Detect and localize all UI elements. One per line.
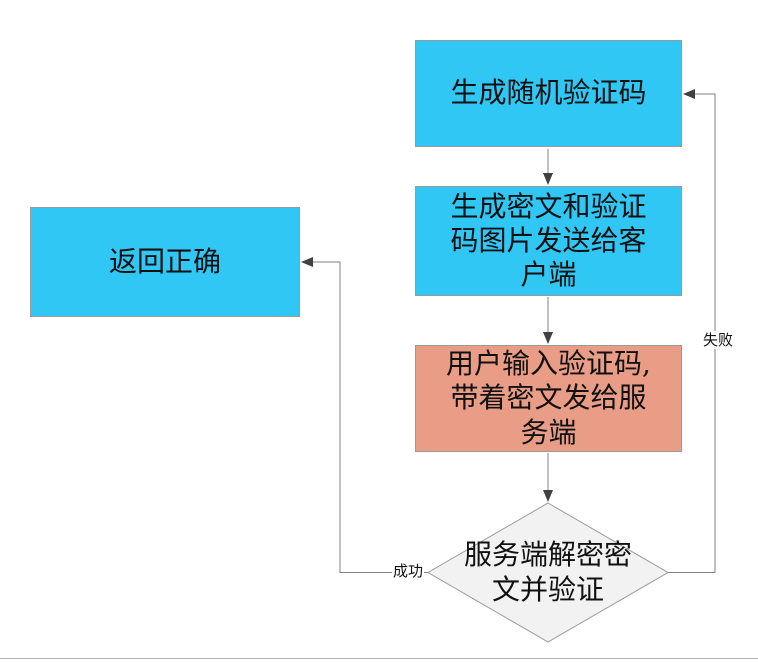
node-user-input-label: 用户输入验证码,带着密文发给服务端 bbox=[446, 347, 651, 449]
node-return-correct-label: 返回正确 bbox=[108, 244, 221, 278]
node-send-cipher: 生成密文和验证码图片发送给客户端 bbox=[415, 186, 682, 296]
node-generate-code-label: 生成随机验证码 bbox=[450, 76, 647, 110]
node-decision-shape bbox=[427, 502, 669, 643]
bottom-divider bbox=[0, 658, 758, 659]
edge-decision-to-return-success bbox=[301, 257, 428, 573]
node-send-cipher-label: 生成密文和验证码图片发送给客户端 bbox=[450, 189, 647, 292]
node-generate-code: 生成随机验证码 bbox=[415, 40, 682, 147]
node-user-input: 用户输入验证码,带着密文发给服务端 bbox=[415, 345, 682, 452]
edge-label-failure: 失败 bbox=[702, 331, 735, 349]
edge-label-success: 成功 bbox=[392, 562, 425, 580]
node-return-correct: 返回正确 bbox=[30, 207, 300, 317]
node-decision-label: 服务端解密密文并验证 bbox=[463, 538, 632, 606]
